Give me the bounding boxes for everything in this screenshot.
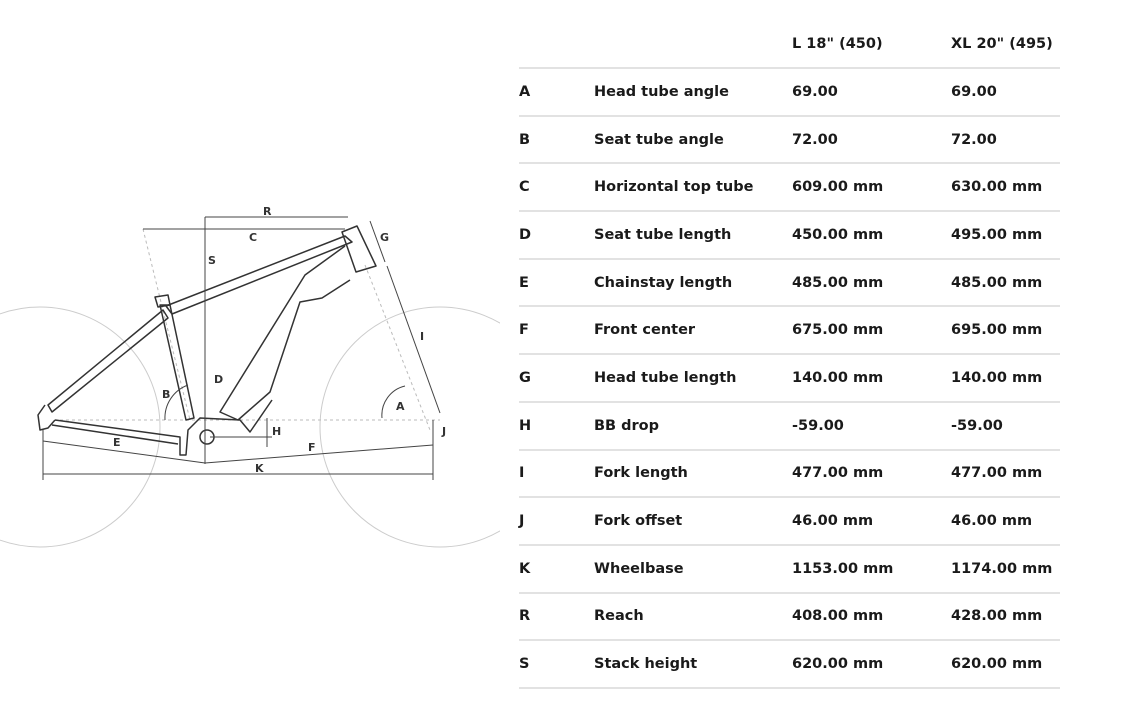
row-key: F xyxy=(519,322,529,339)
label-R: R xyxy=(263,205,272,218)
table-row: I Fork length 477.00 mm 477.00 mm xyxy=(519,451,1060,499)
row-name: Head tube angle xyxy=(594,83,729,100)
table-row: C Horizontal top tube 609.00 mm 630.00 mm xyxy=(519,164,1060,213)
row-value-xl: -59.00 xyxy=(951,417,1003,434)
row-key: R xyxy=(519,608,531,625)
row-value-l: 140.00 mm xyxy=(792,369,884,386)
row-key: D xyxy=(519,226,532,243)
row-value-l: 485.00 mm xyxy=(792,274,884,291)
table-row: F Front center 675.00 mm 695.00 mm xyxy=(519,307,1060,356)
label-E: E xyxy=(113,436,121,449)
label-B: B xyxy=(162,388,170,401)
row-name: Stack height xyxy=(594,656,698,673)
row-value-xl: 485.00 mm xyxy=(951,274,1043,291)
row-value-xl: 428.00 mm xyxy=(951,608,1043,625)
row-name: Horizontal top tube xyxy=(594,179,754,196)
row-key: B xyxy=(519,131,531,148)
row-value-xl: 695.00 mm xyxy=(951,322,1043,339)
row-key: A xyxy=(519,83,531,100)
row-value-l: 1153.00 mm xyxy=(792,560,894,577)
row-name: Front center xyxy=(594,322,696,339)
table-row: D Seat tube length 450.00 mm 495.00 mm xyxy=(519,212,1060,260)
row-value-xl: 140.00 mm xyxy=(951,369,1043,386)
row-name: Reach xyxy=(594,608,644,625)
row-value-l: 620.00 mm xyxy=(792,656,884,673)
row-key: G xyxy=(519,369,531,386)
row-key: K xyxy=(519,560,531,577)
column-header-xl: XL 20" (495) xyxy=(951,36,1053,52)
label-D: D xyxy=(214,373,223,386)
row-value-xl: 620.00 mm xyxy=(951,656,1043,673)
rear-wheel xyxy=(0,306,161,548)
row-name: BB drop xyxy=(594,417,660,434)
row-value-l: 609.00 mm xyxy=(792,179,884,196)
row-name: Chainstay length xyxy=(594,274,733,291)
geometry-table: L 18" (450) XL 20" (495) A Head tube angl… xyxy=(519,20,1060,689)
row-value-xl: 495.00 mm xyxy=(951,226,1043,243)
row-name: Fork offset xyxy=(594,513,683,530)
row-key: I xyxy=(519,465,525,482)
row-name: Fork length xyxy=(594,465,688,482)
row-value-xl: 477.00 mm xyxy=(951,465,1043,482)
row-value-xl: 69.00 xyxy=(951,83,997,100)
row-value-xl: 630.00 mm xyxy=(951,179,1043,196)
row-value-xl: 72.00 xyxy=(951,131,997,148)
row-name: Wheelbase xyxy=(594,560,684,577)
row-key: J xyxy=(519,513,525,530)
label-I: I xyxy=(420,330,424,343)
row-value-l: 408.00 mm xyxy=(792,608,884,625)
table-row: R Reach 408.00 mm 428.00 mm xyxy=(519,594,1060,642)
row-value-l: 477.00 mm xyxy=(792,465,884,482)
table-header: L 18" (450) XL 20" (495) xyxy=(519,20,1060,69)
label-G: G xyxy=(380,231,389,244)
row-key: C xyxy=(519,179,530,196)
row-name: Head tube length xyxy=(594,369,737,386)
label-J: J xyxy=(441,425,446,438)
table-row: J Fork offset 46.00 mm 46.00 mm xyxy=(519,498,1060,546)
row-key: E xyxy=(519,274,529,291)
table-row: K Wheelbase 1153.00 mm 1174.00 mm xyxy=(519,546,1060,594)
label-A: A xyxy=(396,400,405,413)
table-row: B Seat tube angle 72.00 72.00 xyxy=(519,117,1060,165)
table-row: A Head tube angle 69.00 69.00 xyxy=(519,69,1060,117)
row-value-xl: 1174.00 mm xyxy=(951,560,1053,577)
row-value-l: 450.00 mm xyxy=(792,226,884,243)
label-H: H xyxy=(272,425,281,438)
row-value-l: 675.00 mm xyxy=(792,322,884,339)
row-value-l: 69.00 xyxy=(792,83,838,100)
table-row: H BB drop -59.00 -59.00 xyxy=(519,403,1060,451)
row-key: S xyxy=(519,656,530,673)
label-K: K xyxy=(255,462,264,475)
table-row: E Chainstay length 485.00 mm 485.00 mm xyxy=(519,260,1060,308)
label-C: C xyxy=(249,231,257,244)
label-S: S xyxy=(208,254,216,267)
row-value-l: 72.00 xyxy=(792,131,838,148)
bike-geometry-diagram: R C S G I D B A H J E F K xyxy=(0,205,500,548)
table-row: S Stack height 620.00 mm 620.00 mm xyxy=(519,641,1060,689)
row-key: H xyxy=(519,417,532,434)
table-row: G Head tube length 140.00 mm 140.00 mm xyxy=(519,355,1060,403)
bike-frame xyxy=(37,225,377,456)
row-value-l: 46.00 mm xyxy=(792,513,874,530)
label-F: F xyxy=(308,441,316,454)
row-value-l: -59.00 xyxy=(792,417,844,434)
row-value-xl: 46.00 mm xyxy=(951,513,1033,530)
row-name: Seat tube angle xyxy=(594,131,724,148)
column-header-l: L 18" (450) xyxy=(792,36,883,52)
front-wheel xyxy=(319,306,500,548)
row-name: Seat tube length xyxy=(594,226,732,243)
